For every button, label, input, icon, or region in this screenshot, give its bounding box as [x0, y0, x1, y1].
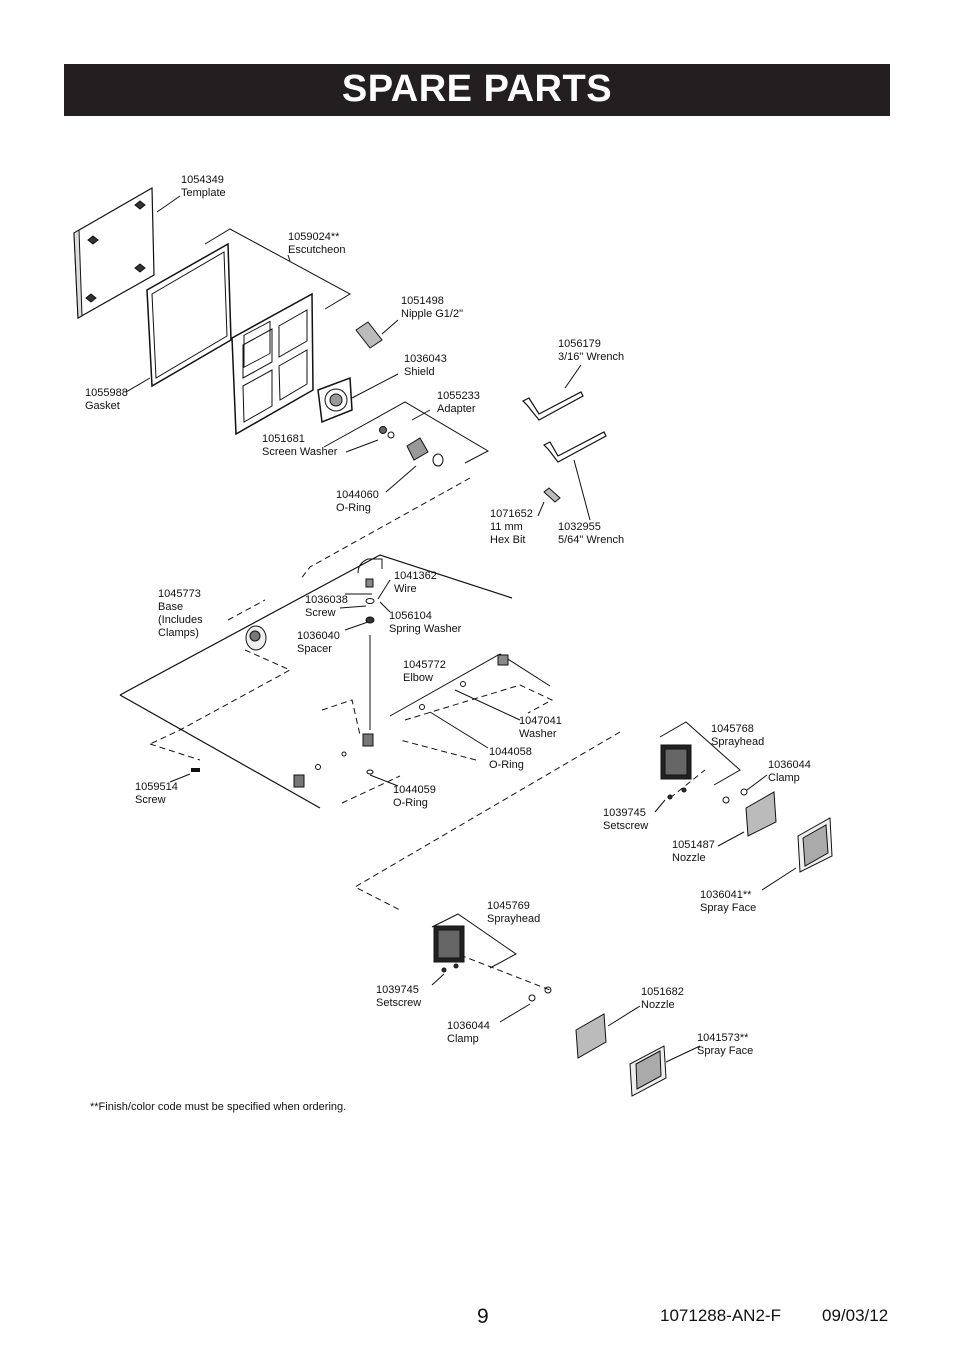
shield-part — [317, 373, 399, 424]
page-title: SPARE PARTS — [341, 68, 613, 110]
base-part — [245, 625, 267, 651]
sprayhead-2-part — [433, 925, 465, 963]
gasket-part — [125, 242, 232, 393]
wrench-3-16-part — [521, 364, 584, 421]
nozzle-1-part — [745, 791, 777, 837]
sprayhead-1-part — [660, 744, 692, 780]
footnote: **Finish/color code must be specified wh… — [90, 1101, 347, 1113]
document-code: 1071288-AN2-F — [660, 1306, 781, 1325]
part-label: 1059024**Escutcheon — [288, 231, 346, 256]
spray-face-1-part — [797, 817, 833, 873]
escutcheon-part — [231, 292, 314, 436]
nozzle-2-part — [575, 1013, 607, 1059]
template-part — [73, 186, 181, 320]
spray-face-2-part — [629, 1045, 667, 1097]
hex-bit-part — [537, 487, 561, 517]
document-date: 09/03/12 — [822, 1306, 889, 1325]
title-banner: SPARE PARTS — [64, 64, 890, 116]
part-label: 1041573**Spray Face — [697, 1032, 754, 1057]
page-number: 9 — [477, 1305, 489, 1328]
adapter-part — [406, 437, 444, 467]
part-label: 1036041**Spray Face — [700, 889, 757, 914]
wrench-5-64-part — [542, 431, 607, 521]
nipple-part — [355, 319, 399, 349]
